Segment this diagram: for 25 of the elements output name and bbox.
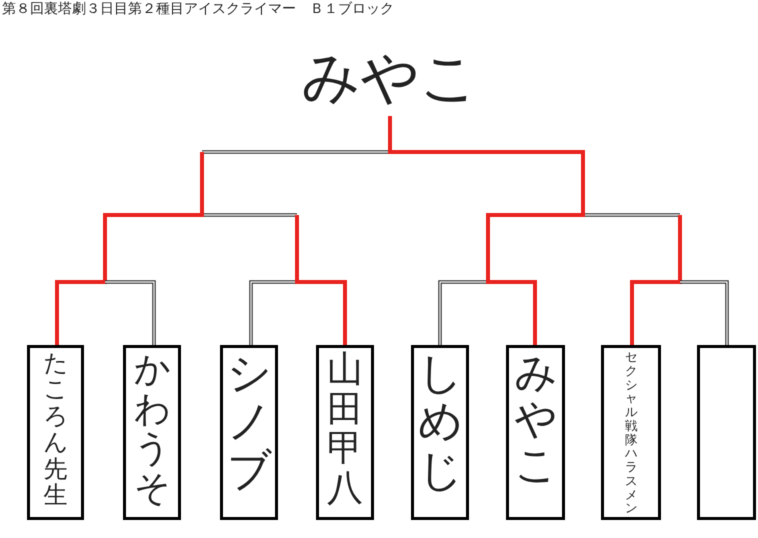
empty-box xyxy=(697,345,756,520)
player-name-box xyxy=(601,345,661,520)
player-name: シノブ xyxy=(227,350,271,496)
bracket-line xyxy=(680,280,729,345)
player-name: セクシャル戦隊ハラスメン xyxy=(624,350,638,515)
title: 第８回裏塔劇３日目第２種目アイスクライマー Ｂ１ブロック xyxy=(2,0,394,18)
bracket-line xyxy=(630,215,682,345)
bracket-line xyxy=(388,116,585,345)
bracket-line xyxy=(295,215,347,345)
winner-name: みやこ xyxy=(290,38,490,116)
player-name-box xyxy=(506,345,565,520)
bracket-line xyxy=(249,280,297,345)
player-name-box xyxy=(220,345,278,520)
player-name: 山田甲八 xyxy=(327,350,363,508)
player-name-box xyxy=(316,345,374,520)
bracket-line xyxy=(55,152,204,345)
player-name-box xyxy=(411,345,469,520)
player-name-box xyxy=(123,345,181,520)
player-name: たころん先生 xyxy=(44,350,68,508)
player-name: かわうそ xyxy=(134,350,170,508)
player-name: しめじ xyxy=(418,350,462,496)
bracket-line xyxy=(105,280,156,345)
bracket-line xyxy=(438,280,488,345)
player-name: みやこ xyxy=(514,350,556,489)
player-name-box xyxy=(27,345,84,520)
